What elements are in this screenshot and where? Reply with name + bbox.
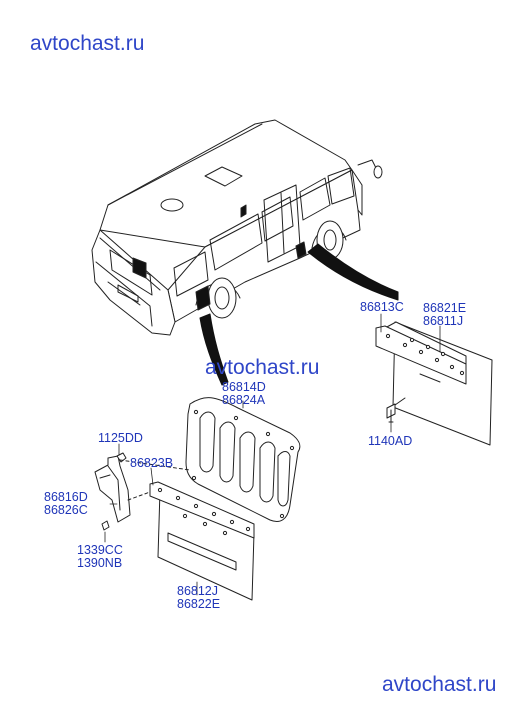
roof-hatch [204,166,243,187]
part-label-86821E: 86821E [423,301,467,315]
leader-lines [104,313,441,596]
part-label-86811J: 86811J [423,314,464,328]
part-label-86826C: 86826C [44,503,88,517]
part-label-86814D: 86814D [222,380,266,394]
right-mudflap-assembly [375,321,493,446]
left-mudflap-assembly [94,397,301,601]
watermark-top: avtochast.ru [30,32,145,55]
part-label-86816D: 86816D [44,490,88,504]
part-label-86824A: 86824A [222,393,266,407]
part-label-1339CC: 1339CC [77,543,123,557]
rear-wheel [207,277,237,319]
bus-illustration [91,119,383,336]
part-label-86813C: 86813C [360,300,404,314]
part-label-1390NB: 1390NB [77,556,123,570]
right-mudflap-strip [375,325,467,385]
mounting-bracket [94,455,131,523]
reinforcement-ribs [199,411,291,507]
watermark-middle: avtochast.ru [205,356,320,379]
part-label-86823B: 86823B [130,456,174,470]
roof-vent [160,198,184,212]
part-label-86822E: 86822E [177,597,221,611]
left-mudflap-strip [149,481,255,539]
part-label-1125DD: 1125DD [98,431,143,445]
watermark-bottom: avtochast.ru [382,673,497,696]
callout-wedges [199,243,399,386]
part-label-86812J: 86812J [177,584,219,598]
bolt-1339CC [101,520,110,531]
part-label-1140AD: 1140AD [368,434,413,448]
